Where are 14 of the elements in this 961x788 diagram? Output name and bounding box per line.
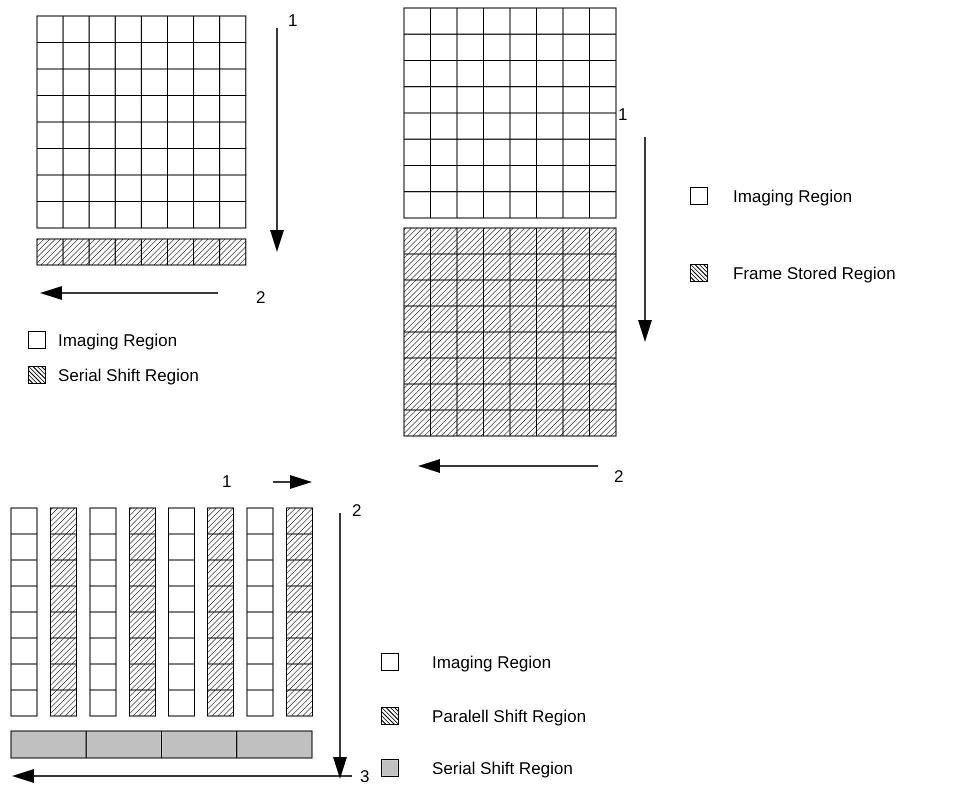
legend-label: Paralell Shift Region: [432, 708, 586, 725]
step-number: 1: [618, 106, 628, 123]
step-number: 2: [614, 468, 624, 485]
legend-label: Imaging Region: [432, 654, 552, 671]
step-number: 2: [352, 502, 362, 519]
legend-label: Imaging Region: [733, 188, 852, 205]
step-number: 1: [222, 473, 232, 490]
step-number: 1: [288, 12, 298, 29]
legend-label: Frame Stored Region: [733, 265, 896, 282]
legend-label: Serial Shift Region: [58, 367, 199, 384]
legend-label: Imaging Region: [58, 332, 178, 349]
step-number: 3: [360, 768, 370, 785]
legend-label: Serial Shift Region: [432, 760, 573, 777]
step-number: 2: [256, 289, 266, 306]
